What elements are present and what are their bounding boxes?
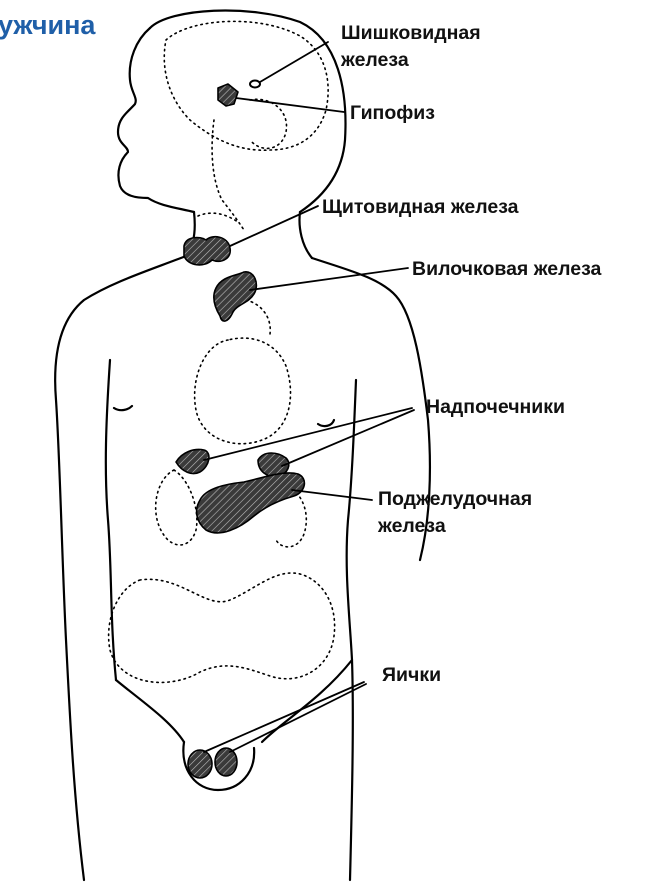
left-adrenal-gland xyxy=(176,450,209,474)
label-testes: Яички xyxy=(382,662,441,689)
dotted-internal-outlines xyxy=(109,21,335,682)
thyroid-gland xyxy=(184,237,230,265)
label-pancreas-line2: железа xyxy=(378,513,532,540)
right-testis xyxy=(215,748,237,776)
label-thymus-gland: Вилочковая железа xyxy=(412,256,601,283)
pituitary-gland xyxy=(218,84,238,106)
glands xyxy=(176,81,304,779)
label-pancreas-line1: Поджелудочная xyxy=(378,486,532,513)
body-outline xyxy=(55,11,430,880)
label-adrenal-glands: Надпочечники xyxy=(426,394,565,421)
left-testis xyxy=(188,750,212,778)
label-pineal-line1: Шишковидная xyxy=(341,20,481,47)
label-pituitary-gland: Гипофиз xyxy=(350,100,435,127)
leader-lines xyxy=(204,42,414,752)
thymus-gland xyxy=(214,272,256,321)
pancreas-gland xyxy=(197,473,305,533)
label-pineal-gland: Шишковидная железа xyxy=(341,20,481,74)
label-thyroid-gland: Щитовидная железа xyxy=(322,194,519,221)
pineal-gland xyxy=(250,81,260,88)
label-pineal-line2: железа xyxy=(341,47,481,74)
label-pancreas: Поджелудочная железа xyxy=(378,486,532,540)
figure-title: ужчина xyxy=(0,10,95,41)
